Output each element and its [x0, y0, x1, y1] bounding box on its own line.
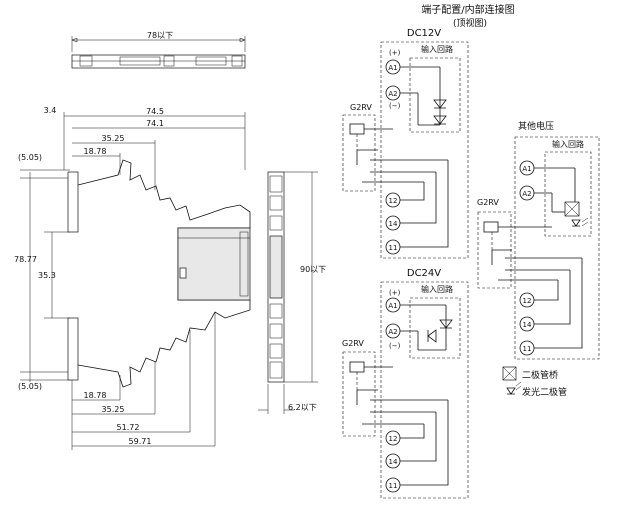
- dc24-voltage: DC24V: [407, 268, 441, 279]
- dim-35-25-bottom: 35.25: [102, 405, 125, 414]
- dim-59-71: 59.71: [129, 437, 152, 446]
- top-view: 78以下: [71, 31, 246, 69]
- dc12-t14: 14: [389, 220, 398, 228]
- page-title: 端子配置/内部连接图: [421, 3, 514, 16]
- dc12-input-label: 输入回路: [421, 44, 453, 54]
- dc12-minus: (−): [389, 102, 401, 110]
- dc12-a2: A2: [388, 90, 397, 98]
- dc24-input-label: 输入回路: [421, 284, 453, 294]
- side-view: 3.4 74.5 74.1 35.25 18.78 (5.05) 78.77 3…: [14, 106, 251, 450]
- dim-5-05-bottom: (5.05): [18, 382, 42, 391]
- legend-bridge: 二极管桥: [522, 369, 558, 381]
- dim-top-width: 78以下: [147, 31, 173, 40]
- other-t14: 14: [523, 321, 532, 329]
- other-a1: A1: [522, 165, 531, 173]
- dc24-relay-label: G2RV: [342, 339, 364, 348]
- dc24-t11: 11: [389, 482, 398, 490]
- dim-3-4: 3.4: [44, 106, 57, 115]
- dc12-relay-label: G2RV: [350, 103, 372, 112]
- other-relay-label: G2RV: [477, 198, 499, 207]
- legend-led: 发光二极管: [522, 386, 567, 398]
- dim-35-3: 35.3: [38, 271, 56, 280]
- dc24-t14: 14: [389, 458, 398, 466]
- led-icon: [506, 381, 522, 395]
- dim-74-5: 74.5: [146, 107, 164, 116]
- circuit-other-voltage: 其他电压 输入回路 A1 A2 G2RV 12 14 11: [477, 120, 600, 360]
- legend: 二极管桥 发光二极管: [502, 366, 567, 398]
- dc12-voltage: DC12V: [407, 28, 441, 39]
- dc24-a2: A2: [388, 328, 397, 336]
- dc12-t12: 12: [389, 197, 398, 205]
- dc24-minus: (−): [389, 342, 401, 350]
- circuit-dc12v: DC12V 输入回路 (+) A1 A2 (−) G2RV 12 14 11: [342, 28, 469, 259]
- other-voltage-label: 其他电压: [518, 120, 554, 132]
- dim-78-77: 78.77: [14, 255, 37, 264]
- dc24-plus: (+): [389, 289, 401, 297]
- dc24-t12: 12: [389, 435, 398, 443]
- dc12-t11: 11: [389, 244, 398, 252]
- other-t12: 12: [523, 297, 532, 305]
- dc24-a1: A1: [388, 302, 397, 310]
- dim-51-72: 51.72: [117, 423, 140, 432]
- dim-6-2: 6.2以下: [288, 403, 317, 412]
- dim-5-05-top: (5.05): [18, 153, 42, 162]
- dim-35-25-top: 35.25: [102, 134, 125, 143]
- dim-18-78-top: 18.78: [84, 147, 107, 156]
- dim-90: 90以下: [300, 265, 326, 274]
- other-input-label: 输入回路: [552, 139, 584, 149]
- circuit-dc24v: DC24V 输入回路 (+) A1 A2 (−) G2RV 12 14 11: [342, 268, 469, 499]
- end-view: 90以下 6.2以下: [258, 171, 326, 414]
- dim-74-1: 74.1: [146, 119, 164, 128]
- dc12-a1: A1: [388, 64, 397, 72]
- other-a2: A2: [522, 190, 531, 198]
- other-t11: 11: [523, 345, 532, 353]
- dc12-plus: (+): [389, 49, 401, 57]
- page-subtitle: (顶视图): [453, 17, 487, 29]
- dim-18-78-bottom: 18.78: [84, 391, 107, 400]
